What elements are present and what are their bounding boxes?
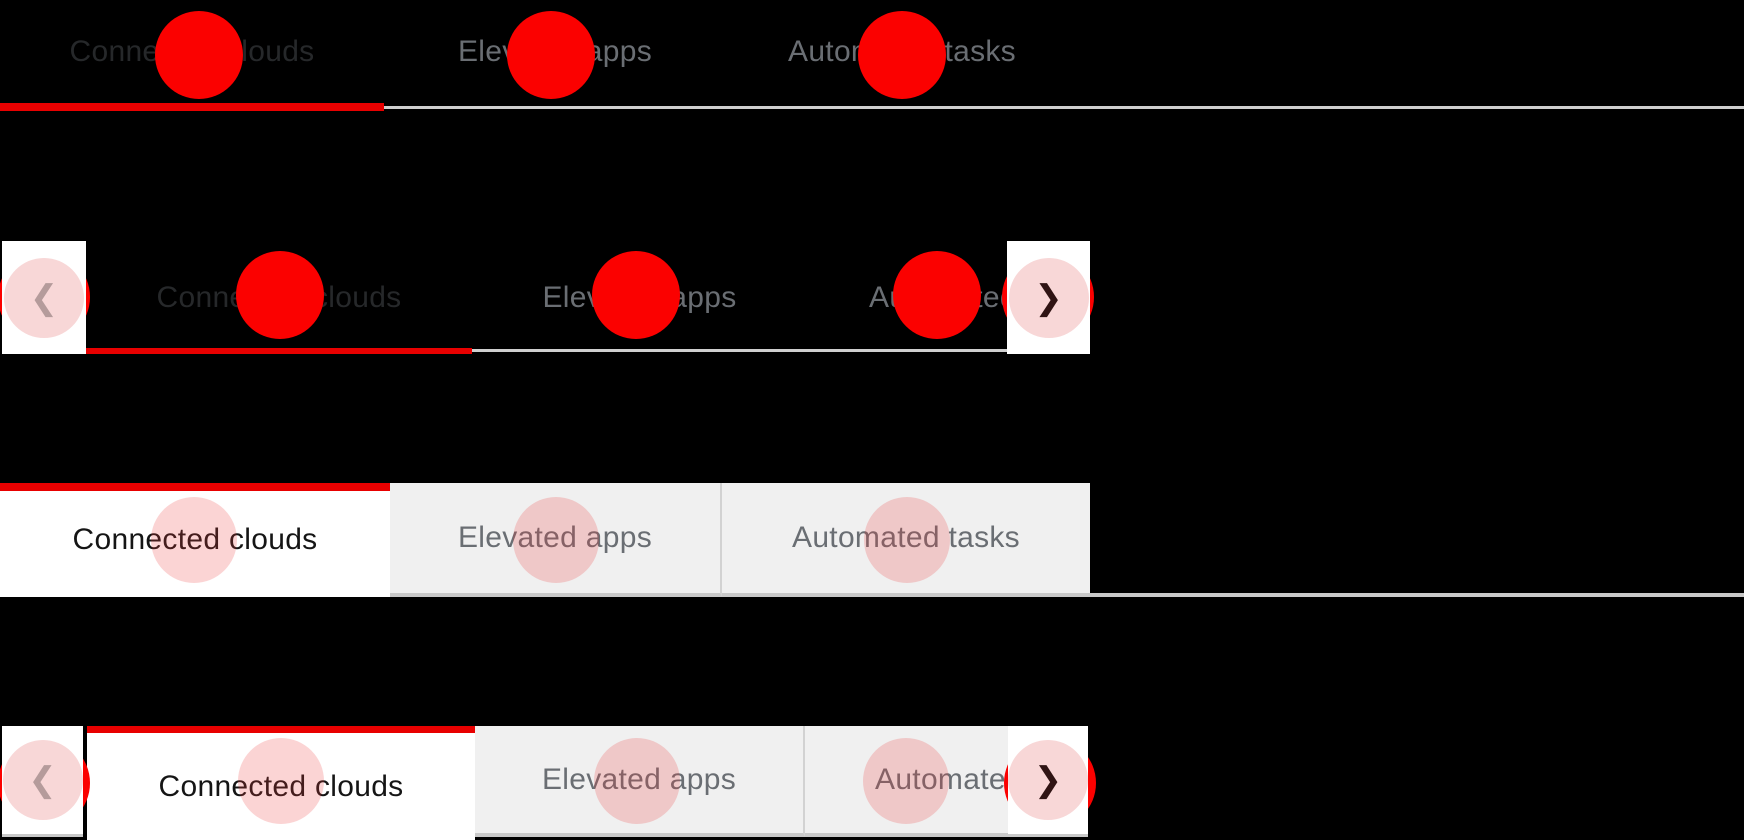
active-tab-indicator — [0, 483, 390, 491]
tab-label: Elevated apps — [541, 762, 737, 796]
tab-connected-clouds[interactable]: Connected clouds — [86, 241, 472, 354]
scroll-right-button[interactable]: ❯ — [1007, 241, 1090, 354]
tab-label: Connected clouds — [69, 35, 315, 68]
tab-elevated-apps[interactable]: Elevated apps — [384, 0, 726, 104]
chevron-left-icon: ❮ — [28, 761, 57, 799]
tabs-bottom-border — [472, 349, 1007, 352]
tab-label: Elevated apps — [457, 35, 653, 68]
tabs-box-scrollable: ❮ Connected clouds Elevated apps Automat… — [0, 726, 1130, 840]
tab-label: Elevated apps — [542, 280, 737, 314]
click-indicator: ❯ — [1008, 740, 1088, 820]
tab-label: Elevated apps — [457, 521, 653, 554]
tab-label: Automated tasks — [869, 280, 1007, 314]
tab-automated-tasks[interactable]: Automated tasks — [726, 0, 1078, 104]
tab-elevated-apps[interactable]: Elevated apps — [472, 241, 807, 354]
click-indicator: ❯ — [1008, 257, 1089, 338]
tab-label: Connected clouds — [72, 523, 318, 556]
tab-label: Automated tasks — [792, 521, 1020, 554]
tab-label: Automated tasks — [875, 762, 1008, 796]
tab-elevated-apps[interactable]: Elevated apps — [475, 726, 805, 837]
tab-automated-tasks[interactable]: Automated tasks — [805, 726, 1008, 837]
tab-elevated-apps[interactable]: Elevated apps — [390, 483, 722, 597]
click-indicator: ❮ — [4, 257, 84, 338]
chevron-right-icon: ❯ — [1033, 761, 1063, 799]
chevron-left-icon: ❮ — [29, 278, 59, 317]
tabs-underline-scrollable: ❮ Connected clouds Elevated apps Automat… — [0, 241, 1130, 354]
tabs-bottom-border — [384, 106, 1744, 109]
chevron-right-icon: ❯ — [1034, 278, 1063, 317]
tab-list: Connected clouds Elevated apps Automated… — [87, 726, 1008, 840]
scroll-left-button[interactable]: ❮ — [2, 241, 86, 354]
click-indicator: ❮ — [2, 740, 83, 820]
tab-automated-tasks[interactable]: Automated tasks — [722, 483, 1090, 597]
tabs-underline: Connected clouds Elevated apps Automated… — [0, 0, 1744, 112]
tab-list: Connected clouds Elevated apps Automated… — [0, 0, 1744, 104]
scroll-left-button[interactable]: ❮ — [2, 726, 83, 837]
tab-label: Connected clouds — [156, 280, 402, 314]
tab-connected-clouds[interactable]: Connected clouds — [0, 483, 390, 597]
tab-label: Automated tasks — [788, 35, 1016, 68]
tab-automated-tasks[interactable]: Automated tasks — [807, 241, 1007, 354]
active-tab-indicator — [86, 348, 472, 354]
tab-label: Connected clouds — [158, 769, 404, 803]
tabs-bottom-border — [1090, 593, 1744, 597]
active-tab-indicator — [0, 103, 384, 111]
tab-connected-clouds[interactable]: Connected clouds — [87, 726, 475, 840]
scroll-right-button[interactable]: ❯ — [1008, 726, 1088, 837]
tab-connected-clouds[interactable]: Connected clouds — [0, 0, 384, 104]
tabs-box: Connected clouds Elevated apps Automated… — [0, 483, 1744, 597]
tab-list: Connected clouds Elevated apps Automated… — [86, 241, 1007, 354]
